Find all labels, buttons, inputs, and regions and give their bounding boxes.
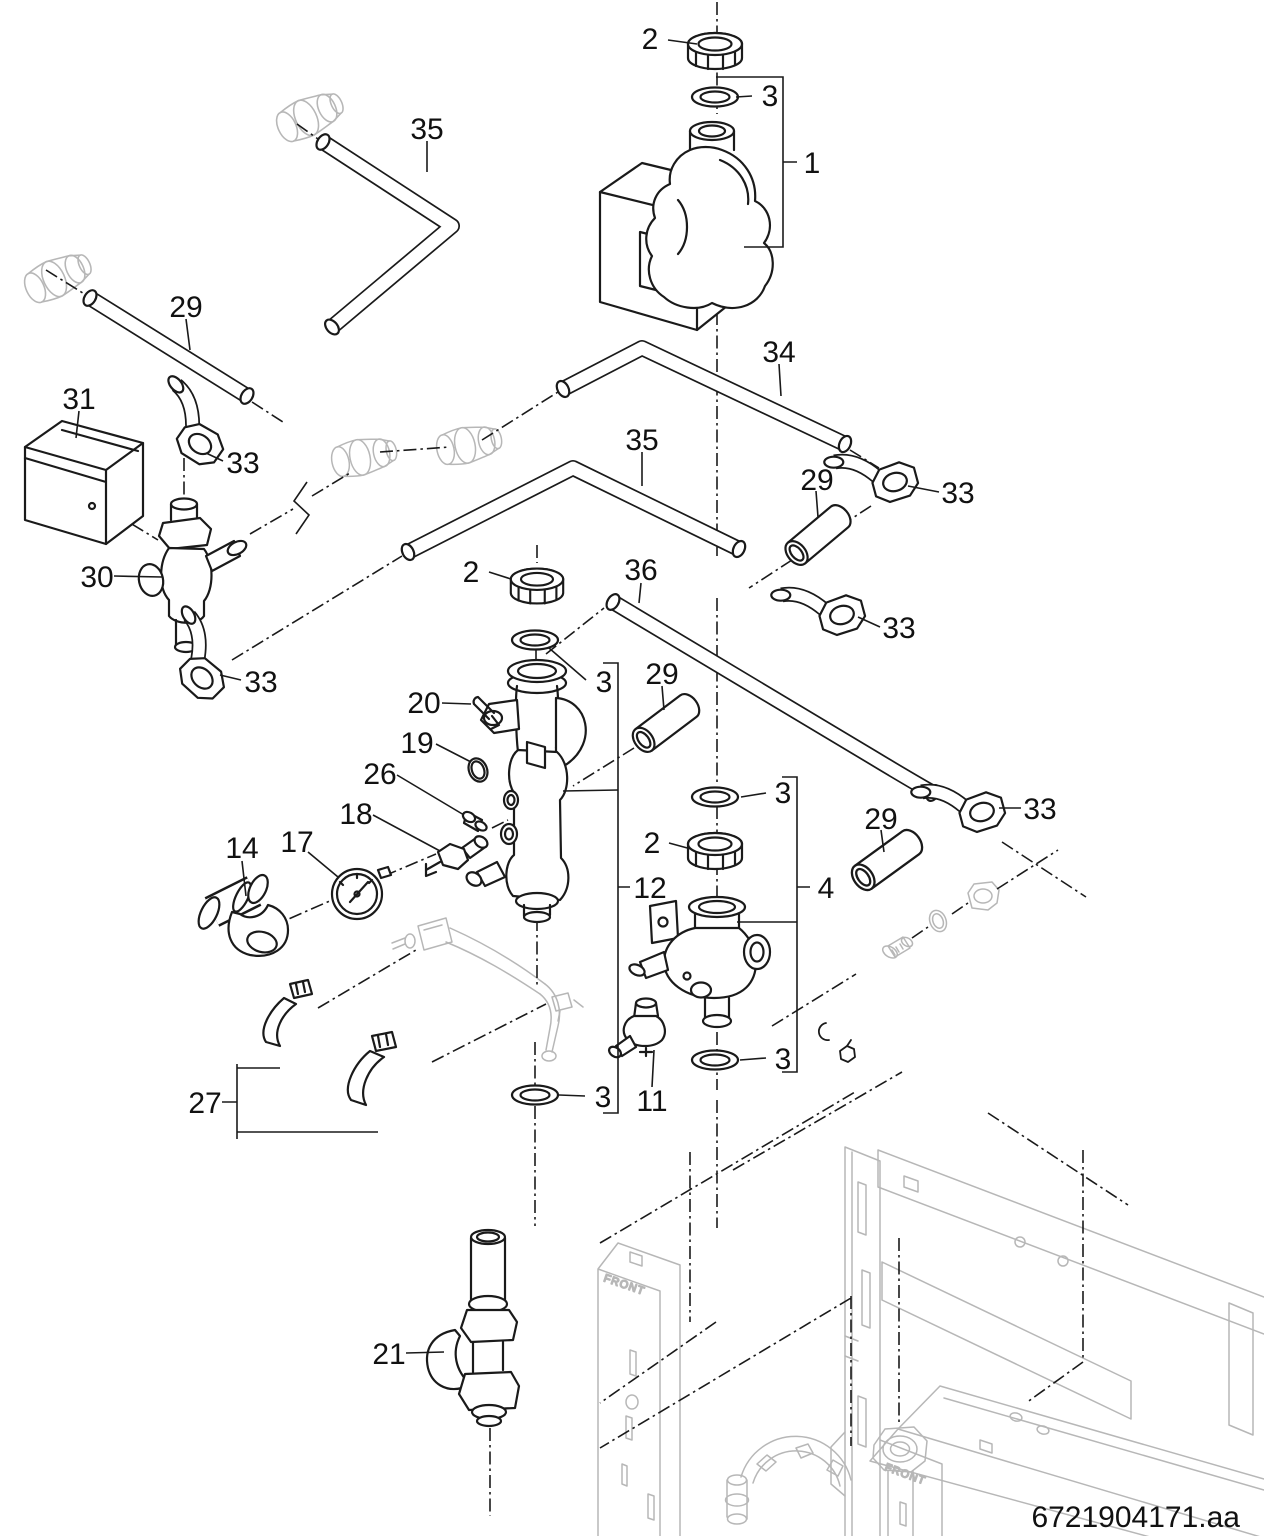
callout-3-manifold-gasket: 3 xyxy=(596,666,613,699)
callout-2-valve-nut: 2 xyxy=(644,827,661,860)
pump-drawing xyxy=(598,120,774,332)
union-nut-center-drawing xyxy=(509,567,565,605)
callout-34-pipe: 34 xyxy=(762,336,795,369)
frame-front-marking-left: FRONT xyxy=(602,1272,646,1297)
callout-leaders xyxy=(75,39,1021,1354)
callout-21-ball-valve: 21 xyxy=(372,1338,405,1371)
actuator-31-drawing xyxy=(23,419,145,546)
callout-33-lower-left: 33 xyxy=(244,666,277,699)
parts-layer xyxy=(23,31,1008,1428)
union-nut-right-drawing xyxy=(686,831,744,871)
callout-35-center: 35 xyxy=(625,424,658,457)
callout-3-pump-gasket: 3 xyxy=(762,80,779,113)
pipe-35-top-left-drawing xyxy=(315,133,460,336)
callout-4-valve: 4 xyxy=(818,872,835,905)
circlip-and-screw-drawing xyxy=(818,1022,856,1063)
ghost-pump-bottom xyxy=(724,1426,928,1536)
callout-14-relief-valve: 14 xyxy=(225,832,258,865)
callout-29-upper-right: 29 xyxy=(800,464,833,497)
ghost-union-fitting-center-a xyxy=(327,431,401,482)
gasket-right-top-drawing xyxy=(690,786,740,808)
manifold-12-drawing xyxy=(465,658,587,924)
callout-3-gasket-bottom: 3 xyxy=(595,1081,612,1114)
frame-front-marking-right: FRONT xyxy=(883,1462,927,1488)
callout-11-drain-valve: 11 xyxy=(636,1085,667,1118)
ghost-plug-washer-nut xyxy=(881,881,1000,959)
callout-18-sensor: 18 xyxy=(339,798,372,831)
callout-27-clips: 27 xyxy=(188,1087,221,1120)
gauge-17-drawing xyxy=(330,865,393,921)
valve-21-drawing xyxy=(425,1228,521,1428)
valve-11-drawing xyxy=(607,997,666,1059)
callout-30-valve: 30 xyxy=(80,561,113,594)
callout-1-pump: 1 xyxy=(804,147,821,180)
clip-27b-drawing xyxy=(346,1030,398,1107)
gasket-right-bottom-drawing xyxy=(690,1049,740,1071)
ghost-union-fitting-top xyxy=(270,83,351,149)
ghost-union-fitting-center-b xyxy=(432,419,506,470)
ghost-clip xyxy=(551,992,584,1022)
union-nut-top-drawing xyxy=(686,31,744,71)
construction-lines xyxy=(45,2,1129,1516)
gasket-center-drawing xyxy=(510,629,560,651)
bracket-12 xyxy=(603,662,630,1114)
valve-14-drawing xyxy=(197,873,290,957)
callout-29-lower-right: 29 xyxy=(864,803,897,836)
callout-26-plug: 26 xyxy=(363,758,396,791)
bracket-4 xyxy=(782,776,810,1073)
callout-17-gauge: 17 xyxy=(280,826,313,859)
gasket-top-drawing xyxy=(690,86,740,108)
break-symbol xyxy=(292,481,311,535)
valve-4-drawing xyxy=(628,895,772,1029)
callout-35-top-left: 35 xyxy=(410,113,443,146)
elbow-33-lower-left-drawing xyxy=(144,602,248,706)
callout-33-lower-right: 33 xyxy=(1023,793,1056,826)
callout-33-upper-right: 33 xyxy=(941,477,974,510)
clip-27a-drawing xyxy=(262,978,314,1048)
callout-19-oring: 19 xyxy=(400,727,433,760)
callout-29-center: 29 xyxy=(645,658,678,691)
bracket-27 xyxy=(222,1064,378,1139)
bracket-1 xyxy=(716,76,797,248)
clip-20-drawing xyxy=(472,695,501,731)
callout-33-center-right: 33 xyxy=(882,612,915,645)
elbow-33-center-right-drawing xyxy=(769,568,868,649)
pipe-35-center-drawing xyxy=(400,460,747,562)
sensor-18-drawing xyxy=(424,835,489,878)
callout-29-left: 29 xyxy=(169,291,202,324)
callout-12-manifold: 12 xyxy=(633,872,666,905)
pipe-29-left-drawing xyxy=(82,289,255,405)
callout-20-clip: 20 xyxy=(407,687,440,720)
callout-3-valve-gasket-bottom: 3 xyxy=(775,1043,792,1076)
pipe-34-drawing xyxy=(555,340,853,454)
callout-33-upper-left: 33 xyxy=(226,447,259,480)
document-number: 6721904171.aa xyxy=(1031,1501,1240,1534)
callout-3-valve-gasket-top: 3 xyxy=(775,777,792,810)
callout-36-pipe: 36 xyxy=(624,554,657,587)
plug-26-drawing xyxy=(461,810,488,833)
ghost-handle-bracket xyxy=(391,917,561,1062)
callout-2-manifold-nut: 2 xyxy=(463,556,480,589)
callout-31-actuator: 31 xyxy=(62,383,95,416)
ghost-frame: FRONT FRONT xyxy=(597,1146,1264,1536)
callout-2-pump-nut: 2 xyxy=(642,23,659,56)
sleeve-29-center-drawing xyxy=(627,688,705,758)
elbow-33-lower-right-drawing xyxy=(909,765,1008,846)
o-ring-19-drawing xyxy=(467,757,489,783)
callout-labels: 2 3 1 35 29 31 33 30 33 34 35 29 33 2 36… xyxy=(62,23,1240,1534)
gasket-bottom-drawing xyxy=(510,1084,560,1106)
